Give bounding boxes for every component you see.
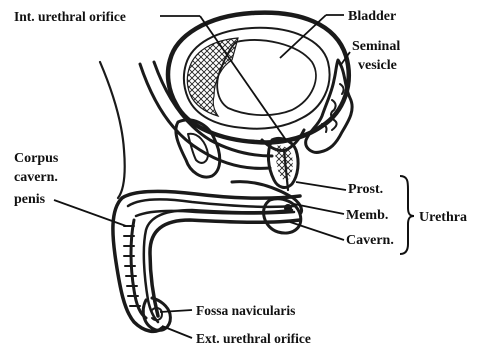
leader-fossa — [160, 310, 192, 312]
label-cavern: Cavern. — [346, 233, 394, 248]
urethra-bracket — [400, 176, 414, 254]
label-bladder: Bladder — [348, 9, 396, 24]
label-seminal-vesicle-line1: Seminal — [352, 39, 400, 54]
label-seminal-vesicle-line2: vesicle — [358, 58, 397, 73]
label-fossa-navicularis: Fossa navicularis — [196, 303, 295, 318]
label-prost: Prost. — [348, 182, 383, 197]
body-outline — [100, 62, 125, 198]
leader-ext-orifice — [162, 326, 192, 338]
label-corpus-line2: cavern. — [14, 170, 58, 185]
label-urethra: Urethra — [419, 210, 467, 225]
label-corpus-line1: Corpus — [14, 151, 59, 166]
leader-cavern — [290, 222, 344, 240]
penis-ventral-surface — [150, 220, 300, 316]
label-memb: Memb. — [346, 208, 388, 223]
label-ext-urethral-orifice: Ext. urethral orifice — [196, 331, 311, 346]
leader-bladder-diag — [280, 15, 326, 58]
label-corpus-line3: penis — [14, 192, 46, 207]
leader-prost — [296, 182, 346, 190]
label-int-urethral-orifice: Int. urethral orifice — [14, 9, 126, 24]
